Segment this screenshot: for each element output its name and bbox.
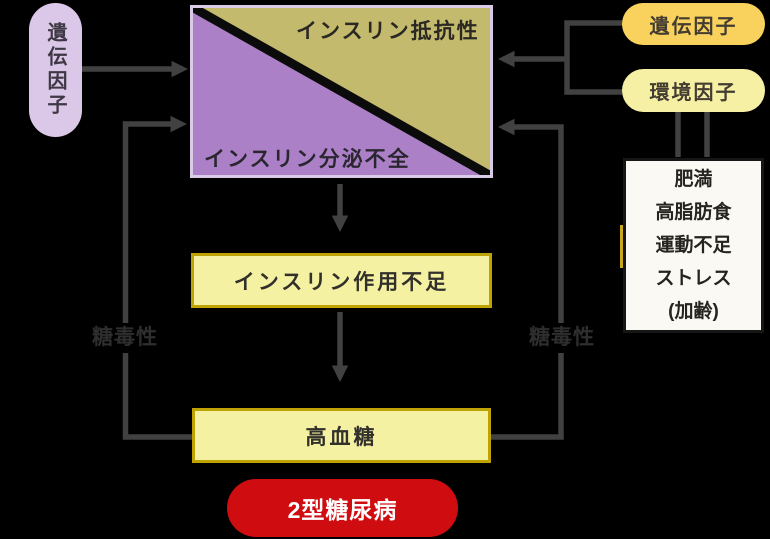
insulin-balance-triangle	[189, 3, 494, 180]
diagonal-divider	[189, 3, 494, 180]
detail-lack-of-exercise: 運動不足	[655, 235, 732, 256]
genetic-factor-left-pill: 遺伝因子	[29, 3, 82, 137]
genetic-factor-left-label: 遺伝因子	[44, 22, 66, 118]
feedback-line-left	[122, 115, 192, 440]
feedback-line-right	[490, 118, 564, 440]
insulin-resistance-label: インスリン抵抗性	[296, 20, 480, 43]
environment-details-box: 肥満 高脂肪食 運動不足 ストレス (加齢)	[623, 158, 764, 333]
glucotoxicity-label-right: 糖毒性	[519, 323, 605, 353]
insulin-action-deficit-box: インスリン作用不足	[191, 253, 492, 308]
insulin-secretion-deficit-label: インスリン分泌不全	[204, 148, 411, 171]
detail-obesity: 肥満	[674, 169, 713, 190]
glucotoxicity-label-left: 糖毒性	[82, 323, 168, 353]
factors-bracket-right	[564, 20, 622, 95]
detail-high-fat-diet: 高脂肪食	[655, 202, 732, 223]
genetic-factor-right-pill: 遺伝因子	[622, 3, 765, 45]
hyperglycemia-box: 高血糖	[192, 408, 491, 463]
detail-stress: ストレス	[655, 268, 732, 289]
detail-aging: (加齢)	[668, 301, 719, 322]
white-box-left-accent	[620, 225, 623, 268]
environment-factor-pill: 環境因子	[622, 69, 765, 112]
triangle-outline	[190, 5, 493, 178]
type2-diabetes-pill: 2型糖尿病	[227, 479, 458, 537]
